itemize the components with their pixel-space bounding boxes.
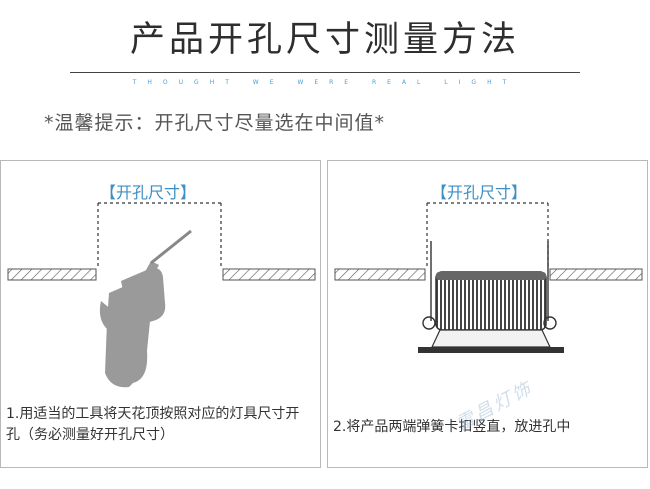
page-title: 产品开孔尺寸测量方法 — [129, 20, 520, 60]
ceiling-board-left — [7, 268, 97, 281]
install-diagram — [334, 202, 643, 353]
step-2-text: 2.将产品两端弹簧卡扣竖直，放进孔中 — [333, 419, 571, 435]
downlight-icon — [418, 241, 564, 353]
step-1-text: 1.用适当的工具将天花顶按照对应的灯具尺寸开孔（务必测量好开孔尺寸） — [6, 406, 300, 443]
hole-guide-dashed — [426, 202, 549, 269]
ceiling-board-right — [549, 268, 643, 281]
ceiling-board-left — [334, 268, 426, 281]
hole-guide-dashed — [97, 202, 222, 269]
ceiling-board-right — [222, 268, 316, 281]
hole-size-label: 【开孔尺寸】 — [100, 183, 197, 202]
page-subtitle: THOUGHT WE WERE REAL LIGHT — [132, 79, 518, 86]
title-divider — [70, 72, 580, 73]
panel-step-2: 【开孔尺寸】 2.将产品两端弹簧卡扣竖直，放进孔中 — [327, 160, 648, 468]
drill-diagram — [7, 202, 316, 388]
hole-size-label: 【开孔尺寸】 — [431, 183, 528, 202]
drill-icon — [99, 261, 166, 388]
panel-step-1: 【开孔尺寸】 1.用适当的工具将天花顶按照对应的灯具尺寸开孔（务必测量好开孔尺寸… — [0, 160, 321, 468]
tip-text: *温馨提示：开孔尺寸尽量选在中间值* — [44, 112, 386, 134]
drill-bit — [150, 229, 192, 265]
